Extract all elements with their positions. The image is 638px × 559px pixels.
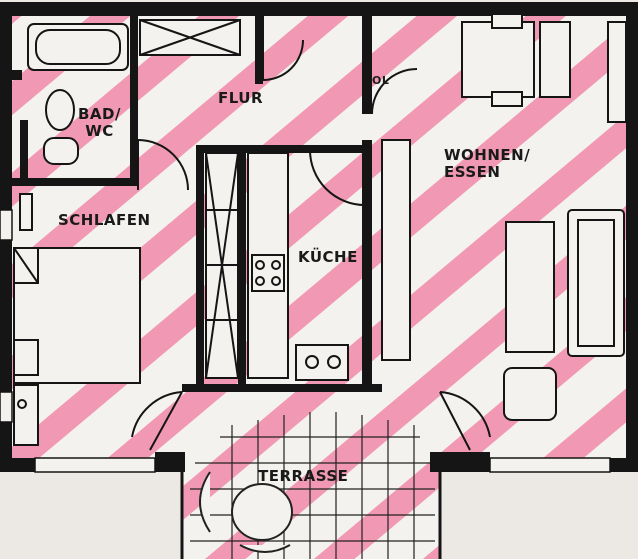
room-label-flur: FLUR (218, 89, 264, 107)
room-label-wohnen: WOHNEN/ ESSEN (444, 147, 530, 180)
door-swings (131, 16, 491, 451)
room-label-bad-line1: BAD/ (78, 105, 121, 123)
living-furniture (381, 13, 627, 421)
bathroom-fixtures (27, 19, 241, 165)
terrace-furniture (199, 471, 293, 553)
room-label-ol: OL (372, 74, 390, 87)
room-label-kueche: KÜCHE (298, 248, 358, 266)
walls (0, 2, 638, 472)
windows (0, 209, 611, 473)
room-label-terrasse: TERRASSE (258, 467, 349, 485)
bedroom-furniture (13, 193, 141, 446)
kitchen-fixtures (205, 152, 349, 381)
room-label-schlafen: SCHLAFEN (58, 211, 151, 229)
room-label-wohnen-line2: ESSEN (444, 162, 501, 181)
room-label-bad-line2: WC (85, 121, 114, 140)
room-label-bad: BAD/ WC (78, 106, 121, 139)
room-label-wohnen-line1: WOHNEN/ (444, 146, 531, 164)
terrace-outline (180, 472, 442, 559)
